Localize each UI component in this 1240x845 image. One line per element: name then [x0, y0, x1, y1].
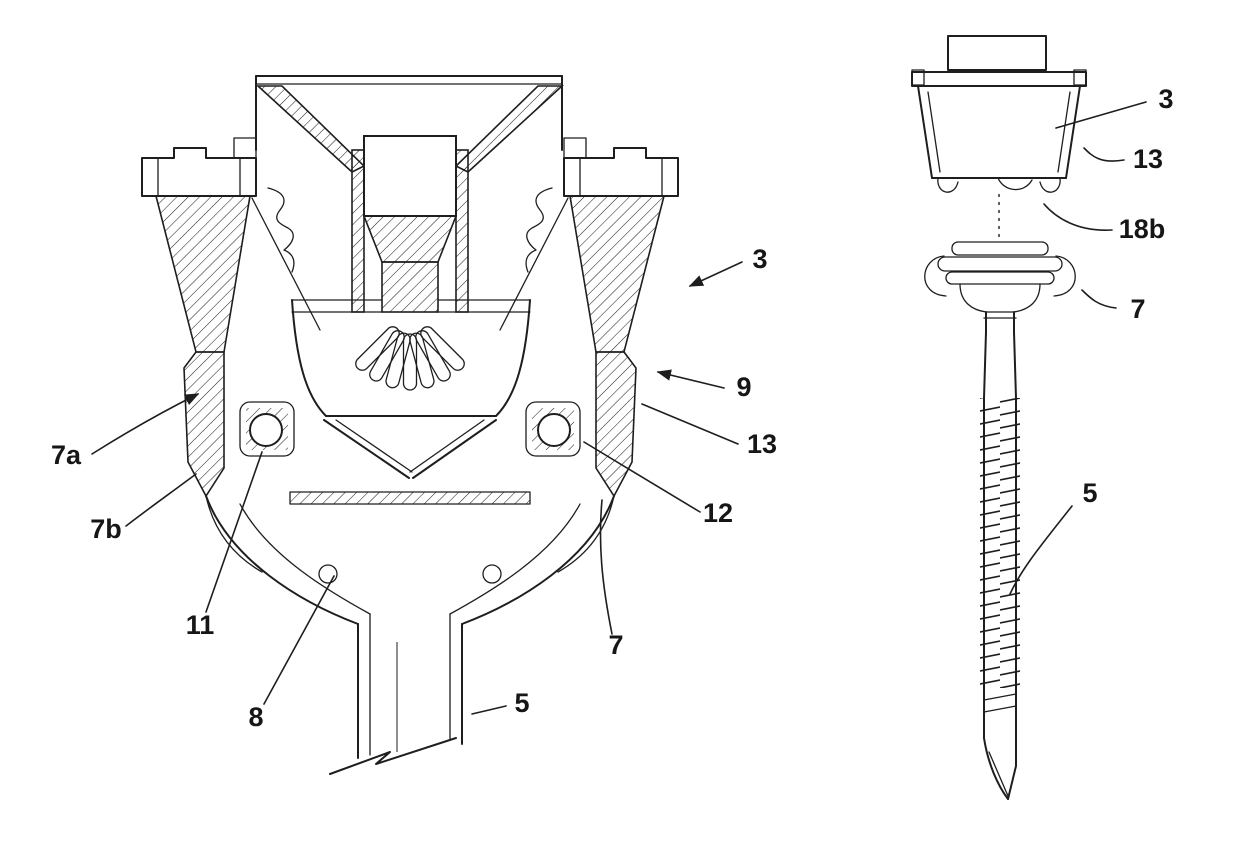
- leader-7b: [125, 473, 197, 527]
- leader-3-right: [1055, 101, 1147, 129]
- collar-cup: [959, 283, 1041, 313]
- bulge-wall-right: [595, 351, 637, 498]
- cap-recess-18b: [997, 177, 1033, 191]
- channel-wall-right: [455, 149, 469, 313]
- ref-label-5-left: 5: [514, 688, 529, 718]
- callout-7b: 7b: [90, 473, 197, 544]
- leader-7-right: [1081, 289, 1117, 309]
- callouts-left: 3 9 13 12 7 5: [51, 244, 777, 732]
- cone-tip-inner: [335, 419, 485, 473]
- bone-screw: [980, 311, 1020, 800]
- leader-7a: [91, 393, 200, 455]
- leader-3-left: [688, 261, 743, 287]
- cap-foot-right: [1039, 177, 1061, 193]
- ref-label-11: 11: [186, 610, 215, 640]
- callout-7a: 7a: [51, 393, 200, 470]
- callout-5-left: 5: [471, 688, 530, 718]
- callout-5-right: 5: [1009, 478, 1098, 595]
- saddle-crown: [291, 299, 531, 479]
- leader-5-right: [1009, 505, 1073, 595]
- center-stem-taper: [362, 215, 458, 263]
- callout-13-right: 13: [1083, 144, 1163, 174]
- ref-label-18b: 18b: [1119, 214, 1166, 244]
- leader-9: [656, 369, 725, 389]
- leader-5-left: [471, 705, 507, 715]
- ref-label-7-left: 7: [608, 630, 623, 660]
- cap-step-right: [563, 137, 587, 159]
- funnel-wall-left: [255, 85, 366, 173]
- cap-knob: [947, 35, 1047, 71]
- ball-left: [249, 413, 283, 447]
- ref-label-13-right: 13: [1133, 144, 1163, 174]
- ref-label-9: 9: [736, 372, 751, 402]
- flange-left: [141, 147, 257, 197]
- leader-12: [583, 441, 701, 513]
- channel-opening: [363, 135, 457, 217]
- cap-funnel: [233, 75, 587, 313]
- ref-label-13-left: 13: [747, 429, 777, 459]
- ref-label-3-right: 3: [1158, 84, 1173, 114]
- callout-18b: 18b: [1043, 203, 1166, 244]
- callout-9: 9: [656, 369, 752, 402]
- ref-label-8: 8: [248, 702, 263, 732]
- housing-body: [141, 147, 679, 498]
- thread-zone: [980, 398, 1020, 688]
- ref-label-12: 12: [703, 498, 733, 528]
- leader-8: [263, 575, 335, 705]
- spring-clip-left: [267, 187, 295, 273]
- callout-8: 8: [248, 575, 335, 732]
- tip-bevel: [988, 751, 1009, 797]
- callout-13-left: 13: [641, 403, 777, 459]
- leader-18b: [1043, 203, 1113, 231]
- callout-7-right: 7: [1081, 289, 1146, 324]
- leader-13-right: [1083, 147, 1125, 162]
- cap-right: [911, 35, 1087, 193]
- ball-right: [537, 413, 571, 447]
- figure-left-cross-section: 3 9 13 12 7 5: [51, 75, 777, 775]
- spring-clip-right: [525, 187, 553, 273]
- ref-label-7b: 7b: [90, 514, 122, 544]
- locking-elements: [239, 401, 581, 457]
- callout-11: 11: [186, 451, 263, 640]
- callout-12: 12: [583, 441, 733, 528]
- funnel-wall-right: [454, 85, 565, 173]
- crown-slots: [355, 326, 465, 391]
- cap-foot-left: [937, 177, 959, 193]
- collar-ring: [924, 241, 1076, 313]
- bulge-wall-left: [183, 351, 225, 498]
- skirt-arc-left: [205, 495, 263, 573]
- ref-label-3-left: 3: [752, 244, 767, 274]
- break-line: [329, 737, 457, 775]
- hook-right: [1053, 255, 1076, 297]
- channel-wall-left: [351, 149, 365, 313]
- ref-label-5-right: 5: [1082, 478, 1097, 508]
- cone-tip-outer: [323, 419, 497, 479]
- lower-body-shank: [205, 495, 615, 775]
- callout-7-left: 7: [599, 499, 624, 660]
- screw-tip: [983, 737, 1009, 800]
- callouts-right: 3 13 18b 7 5: [1009, 84, 1174, 595]
- flange-right: [563, 147, 679, 197]
- side-wall-left: [154, 195, 251, 353]
- figure-right-side-view: 3 13 18b 7 5: [911, 35, 1174, 800]
- ref-label-7a: 7a: [51, 440, 82, 470]
- callout-3-right: 3: [1055, 84, 1174, 129]
- ref-label-7-right: 7: [1130, 294, 1145, 324]
- skirt-arc-right: [557, 495, 615, 573]
- hole-right: [482, 564, 502, 584]
- cap-body-sides: [917, 85, 1081, 179]
- leader-7-left: [599, 499, 613, 635]
- leader-11: [205, 451, 263, 613]
- leader-13-left: [641, 403, 739, 445]
- pocket-left: [239, 401, 295, 457]
- seat-shelf: [289, 491, 531, 505]
- pocket-right: [525, 401, 581, 457]
- side-wall-right: [569, 195, 666, 353]
- cap-step-left: [233, 137, 257, 159]
- callout-3-left: 3: [688, 244, 768, 287]
- hole-left: [318, 564, 338, 584]
- center-stem: [381, 261, 439, 313]
- hook-left: [924, 255, 947, 297]
